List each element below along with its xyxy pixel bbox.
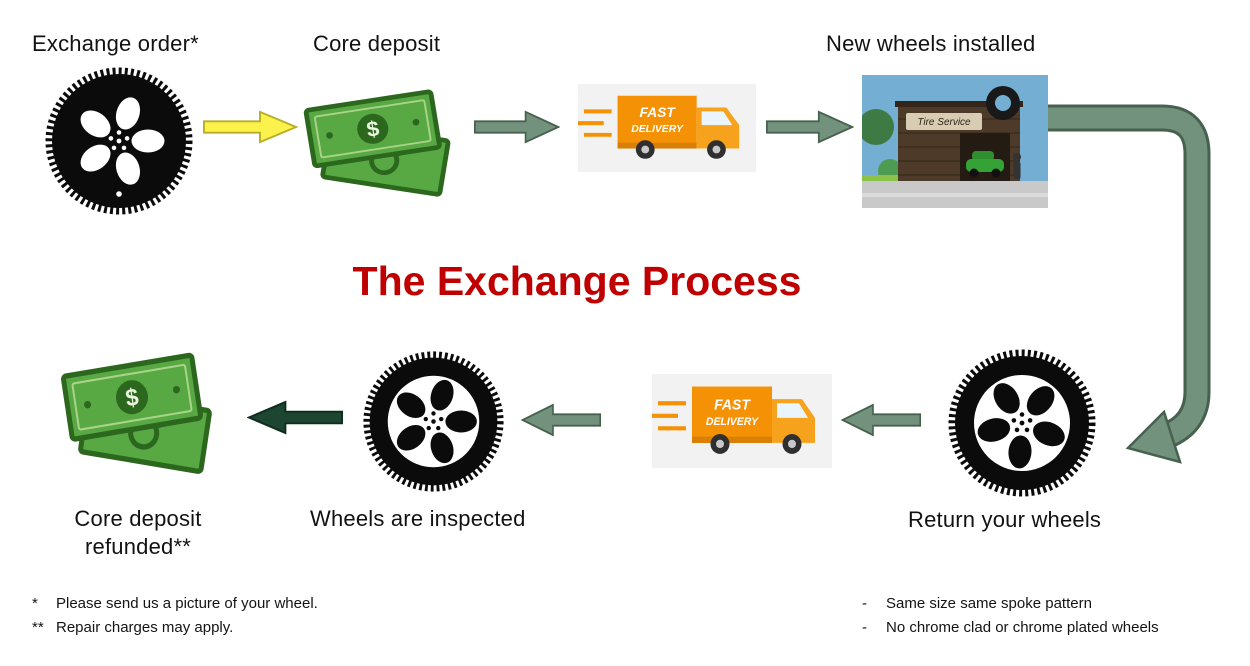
footnote-text: Please send us a picture of your wheel. (56, 595, 318, 612)
dollar-sign: $ (365, 116, 381, 142)
label-new-wheels-installed: New wheels installed (826, 31, 1036, 56)
truck-text-fast: FAST (714, 397, 751, 413)
label-core-deposit: Core deposit (313, 31, 441, 56)
footnote-repair-charges: ** Repair charges may apply. (32, 619, 318, 636)
footnote-same-size: - Same size same spoke pattern (862, 595, 1159, 612)
label-wheels-are-inspected: Wheels are inspected (310, 506, 526, 531)
footnote-marker: * (32, 595, 38, 612)
footnote-no-chrome: - No chrome clad or chrome plated wheels (862, 619, 1159, 636)
footnote-text: Repair charges may apply. (56, 619, 234, 636)
footnote-text: Same size same spoke pattern (886, 595, 1092, 612)
footnote-marker: - (862, 595, 867, 612)
delivery-truck-image: FAST DELIVERY (652, 374, 832, 468)
footnote-picture-of-wheel: * Please send us a picture of your wheel… (32, 595, 318, 612)
tire-service-shop-image: Tire Service (862, 75, 1048, 208)
speed-lines (578, 109, 612, 137)
dollar-sign: $ (124, 384, 141, 413)
truck-text-delivery: DELIVERY (706, 416, 759, 428)
truck-text-delivery: DELIVERY (631, 124, 684, 135)
footnote-marker: ** (32, 619, 44, 636)
core-deposit-money-icon: $ (303, 89, 451, 197)
arrow-right-icon (766, 110, 854, 144)
arrow-left-icon (521, 403, 601, 437)
label-exchange-order: Exchange order* (32, 31, 199, 56)
refund-money-icon: $ (61, 352, 212, 474)
return-wheel-icon (948, 349, 1096, 497)
footnotes-right: - Same size same spoke pattern - No chro… (862, 595, 1159, 643)
label-core-deposit-refunded-line1: Core deposit (74, 506, 202, 531)
footnote-text: No chrome clad or chrome plated wheels (886, 619, 1159, 636)
inspected-wheel-icon (363, 351, 504, 492)
label-return-your-wheels: Return your wheels (908, 507, 1102, 532)
delivery-truck-image: FAST DELIVERY (578, 84, 756, 172)
arrow-left-icon (841, 403, 921, 437)
footnotes-left: * Please send us a picture of your wheel… (32, 595, 318, 643)
speed-lines (652, 401, 686, 431)
label-core-deposit-refunded-line2: refunded** (85, 534, 191, 559)
arrow-right-yellow-icon (203, 110, 298, 144)
arrow-left-dark-icon (247, 400, 343, 435)
label-core-deposit-refunded: Core deposit refunded** (38, 505, 238, 561)
shop-sign-text: Tire Service (917, 117, 971, 128)
black-wheel-icon (45, 67, 193, 215)
truck-text-fast: FAST (639, 105, 676, 120)
diagram-title: The Exchange Process (352, 258, 802, 304)
curved-flow-arrow-icon (1048, 104, 1211, 464)
footnote-marker: - (862, 619, 867, 636)
arrow-right-icon (474, 110, 560, 144)
